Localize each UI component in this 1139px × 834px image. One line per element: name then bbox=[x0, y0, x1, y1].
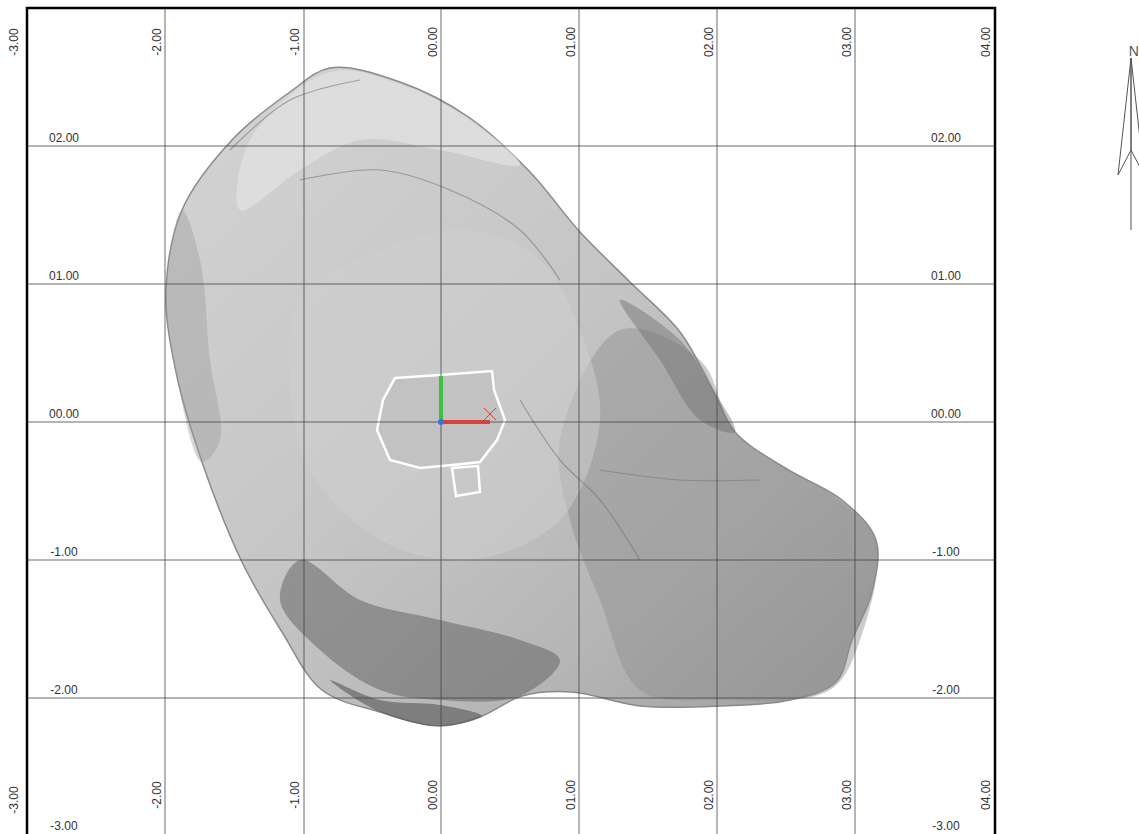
northing-label: -3.00 bbox=[932, 820, 959, 832]
easting-label: -2.00 bbox=[151, 781, 163, 808]
scan-boundary bbox=[452, 466, 480, 496]
easting-label: -3.00 bbox=[8, 28, 20, 55]
northing-label: 02.00 bbox=[49, 132, 79, 144]
rock-shading bbox=[558, 328, 877, 701]
northing-label: -1.00 bbox=[932, 546, 959, 558]
northing-label: -1.00 bbox=[50, 546, 77, 558]
boulder-scan bbox=[166, 67, 878, 726]
grid-line bbox=[27, 422, 995, 423]
grid-line bbox=[579, 8, 580, 834]
grid-line bbox=[165, 8, 166, 834]
rock-shading bbox=[236, 70, 520, 210]
rock-ridge bbox=[300, 170, 560, 280]
local-axes bbox=[438, 376, 496, 425]
rock-shading bbox=[288, 230, 600, 561]
rock-outline bbox=[166, 67, 878, 726]
rock-shading bbox=[620, 300, 736, 433]
rock-shading bbox=[330, 680, 482, 726]
easting-label: 01.00 bbox=[565, 780, 577, 810]
easting-label: 04.00 bbox=[980, 27, 992, 57]
northing-label: 00.00 bbox=[931, 408, 961, 420]
easting-label: 02.00 bbox=[703, 27, 715, 57]
easting-label: -3.00 bbox=[8, 786, 20, 813]
rock-shading bbox=[166, 210, 221, 462]
easting-label: 00.00 bbox=[427, 27, 439, 57]
grid-line bbox=[27, 284, 995, 285]
sheet-frame bbox=[27, 8, 995, 834]
easting-label: 03.00 bbox=[841, 27, 853, 57]
northing-label: 01.00 bbox=[931, 270, 961, 282]
northing-label: -2.00 bbox=[932, 684, 959, 696]
rock-ridge bbox=[520, 400, 640, 560]
northing-label: 01.00 bbox=[49, 270, 79, 282]
northing-label: -3.00 bbox=[50, 820, 77, 832]
northing-label: 00.00 bbox=[49, 408, 79, 420]
grid-line bbox=[27, 560, 995, 561]
easting-label: 00.00 bbox=[427, 780, 439, 810]
easting-label: 03.00 bbox=[841, 780, 853, 810]
grid-line bbox=[27, 698, 995, 699]
grid-line bbox=[855, 8, 856, 834]
grid-line bbox=[304, 8, 305, 834]
northing-label: 02.00 bbox=[931, 132, 961, 144]
easting-label: 01.00 bbox=[565, 27, 577, 57]
easting-label: -1.00 bbox=[289, 781, 301, 808]
rock-shading bbox=[280, 560, 560, 702]
coordinate-grid bbox=[27, 8, 995, 834]
north-arrow bbox=[1118, 58, 1139, 230]
easting-label: -1.00 bbox=[289, 28, 301, 55]
northing-label: -2.00 bbox=[50, 684, 77, 696]
easting-label: -2.00 bbox=[151, 28, 163, 55]
rock-ridge bbox=[600, 470, 760, 481]
north-label: N bbox=[1129, 44, 1139, 58]
grid-line bbox=[717, 8, 718, 834]
grid-line bbox=[27, 146, 995, 147]
rock-ridge bbox=[230, 80, 360, 150]
easting-label: 02.00 bbox=[703, 780, 715, 810]
easting-label: 04.00 bbox=[980, 780, 992, 810]
